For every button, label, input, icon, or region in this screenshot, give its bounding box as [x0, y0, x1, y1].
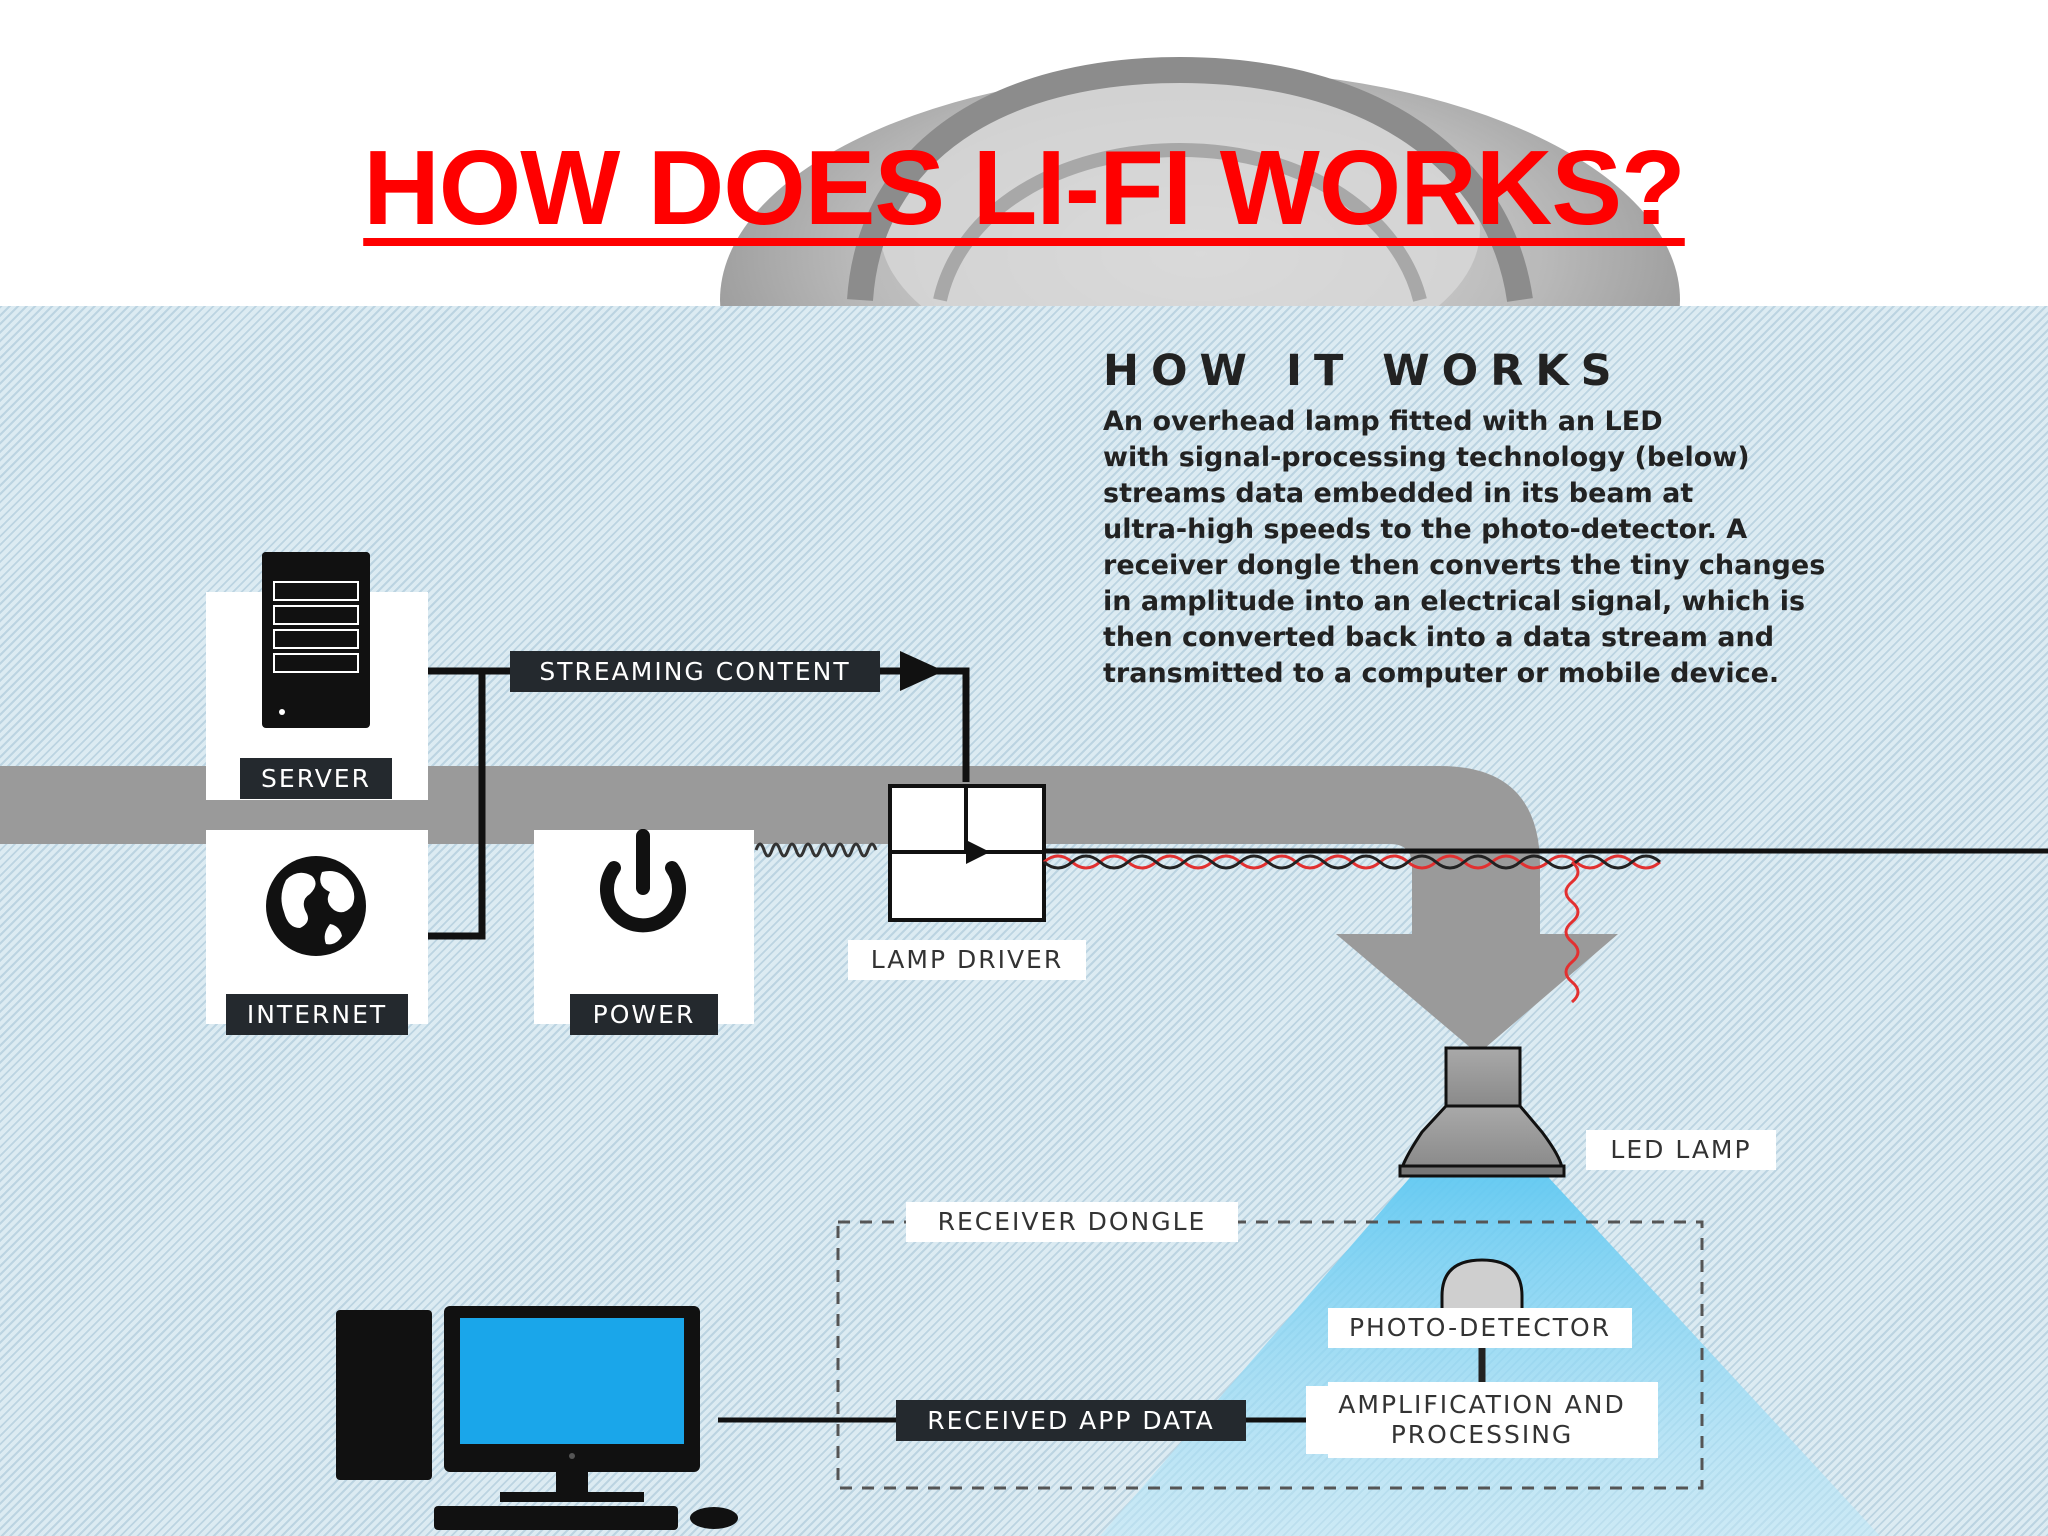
led-lamp — [1398, 1046, 1566, 1178]
power-coil — [754, 842, 878, 858]
signal-wires — [1043, 854, 1661, 1004]
lifi-infographic: HOW IT WORKS An overhead lamp fitted wit… — [0, 306, 2048, 1536]
receiver-dongle-outline — [836, 1220, 1704, 1490]
received-app-data-label: RECEIVED APP DATA — [896, 1400, 1246, 1441]
led-lamp-label: LED LAMP — [1586, 1130, 1776, 1170]
streaming-arrow-head — [900, 651, 944, 691]
how-it-works-description: An overhead lamp fitted with an LED with… — [1103, 406, 1826, 689]
server-icon — [262, 552, 370, 728]
computer-icon — [336, 1306, 738, 1530]
power-icon — [600, 829, 686, 933]
photo-detector-label: PHOTO-DETECTOR — [1328, 1308, 1632, 1348]
lamp-driver-label: LAMP DRIVER — [848, 940, 1086, 980]
how-it-works-heading: HOW IT WORKS — [1103, 346, 1624, 396]
power-label: POWER — [570, 994, 718, 1035]
streaming-content-label: STREAMING CONTENT — [510, 651, 880, 692]
lamp-driver-box — [888, 784, 1046, 922]
globe-icon — [266, 856, 366, 956]
internet-label: INTERNET — [226, 994, 408, 1035]
light-beam — [1100, 1166, 1880, 1536]
icons-overlay — [262, 552, 686, 956]
server-label: SERVER — [240, 758, 392, 799]
slide-title: HOW DOES LI-FI WORKS? — [363, 129, 1686, 247]
amplification-processing-label: AMPLIFICATION AND PROCESSING — [1306, 1386, 1658, 1454]
background-bulb-image — [720, 56, 1680, 320]
photo-detector-sensor — [1440, 1258, 1524, 1318]
receiver-dongle-label: RECEIVER DONGLE — [906, 1202, 1238, 1242]
